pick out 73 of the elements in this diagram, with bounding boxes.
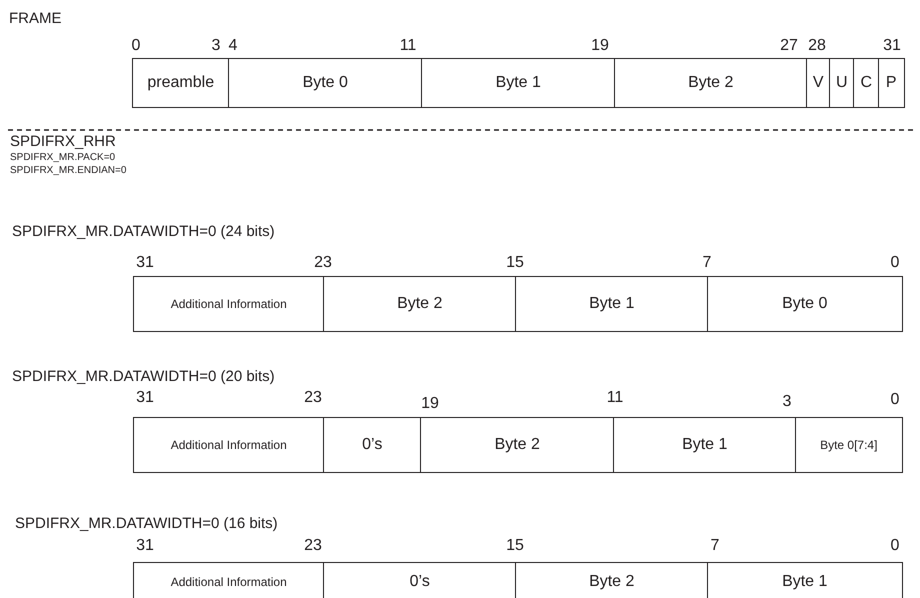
bit-field-cell [878, 58, 904, 108]
bit-field-cell [323, 417, 422, 473]
section-title: FRAME [9, 11, 62, 26]
field-name: preamble [147, 74, 214, 92]
bit-field-cell [133, 417, 324, 473]
field-name: Additional Information [170, 575, 287, 589]
bit-number: 23 [314, 255, 332, 271]
bit-number: 31 [136, 255, 154, 271]
bit-number: 4 [228, 38, 238, 54]
bit-number: 31 [883, 38, 901, 54]
field-name: Byte 0[7:4] [820, 438, 878, 452]
bit-number: 27 [780, 38, 798, 54]
field-name: 0’s [410, 573, 430, 591]
field-name: Byte 2 [494, 436, 540, 454]
bit-number: 7 [710, 538, 720, 554]
bit-number: 15 [506, 538, 524, 554]
bit-number: 11 [606, 390, 624, 406]
bit-field-cell [133, 562, 324, 598]
bit-number: 23 [304, 538, 322, 554]
bit-field-cell [853, 58, 880, 108]
field-name: C [860, 74, 872, 92]
field-name: Byte 2 [688, 74, 734, 92]
bit-field-cell [515, 276, 708, 332]
field-name: Byte 0 [302, 74, 348, 92]
field-name: V [812, 74, 824, 92]
bit-field-cell [132, 58, 230, 108]
bit-field-cell [707, 276, 902, 332]
config-note: SPDIFRX_MR.ENDIAN=0 [10, 166, 126, 176]
field-name: Byte 2 [589, 573, 634, 591]
bit-field-cell [323, 276, 516, 332]
bit-field-cell [795, 417, 902, 473]
bit-number: 23 [304, 390, 322, 406]
field-name: Byte 1 [782, 573, 828, 591]
register-name: SPDIFRX_RHR [10, 134, 116, 149]
field-name: Byte 1 [589, 295, 634, 313]
bit-field-cell [323, 562, 516, 598]
field-name: Byte 0 [782, 295, 828, 313]
field-name: Byte 1 [496, 74, 541, 92]
config-note: SPDIFRX_MR.PACK=0 [10, 153, 116, 163]
field-name: Additional Information [170, 438, 287, 452]
bit-number: 31 [136, 538, 154, 554]
bit-field-cell [420, 417, 614, 473]
bit-number: 7 [702, 255, 712, 271]
bit-number: 0 [890, 255, 900, 271]
bit-field-cell [228, 58, 422, 108]
config-heading: SPDIFRX_MR.DATAWIDTH=0 (20 bits) [12, 369, 275, 384]
field-name: Byte 1 [682, 436, 728, 454]
bit-number: 31 [136, 390, 154, 406]
bit-number: 19 [591, 38, 609, 54]
bit-field-cell [133, 276, 324, 332]
field-name: Byte 2 [397, 295, 442, 313]
field-name: 0’s [362, 436, 382, 454]
bit-number: 3 [782, 394, 792, 410]
field-name: U [836, 74, 848, 92]
bit-number: 28 [808, 38, 826, 54]
bit-field-cell [613, 417, 796, 473]
bit-field-cell [515, 562, 708, 598]
bit-field-cell [829, 58, 854, 108]
bit-number: 15 [506, 255, 524, 271]
field-name: Additional Information [170, 297, 287, 311]
bit-number: 0 [890, 392, 900, 408]
config-heading: SPDIFRX_MR.DATAWIDTH=0 (24 bits) [12, 224, 275, 239]
field-name: P [886, 74, 897, 92]
bit-field-cell [806, 58, 830, 108]
bit-number: 3 [212, 38, 220, 54]
bit-number: 11 [400, 38, 416, 54]
bit-field-cell [614, 58, 808, 108]
bit-number: 19 [421, 396, 439, 412]
config-heading: SPDIFRX_MR.DATAWIDTH=0 (16 bits) [15, 516, 278, 531]
bit-field-cell [421, 58, 616, 108]
bit-field-cell [707, 562, 902, 598]
bit-number: 0 [132, 38, 140, 54]
bit-number: 0 [890, 538, 900, 554]
